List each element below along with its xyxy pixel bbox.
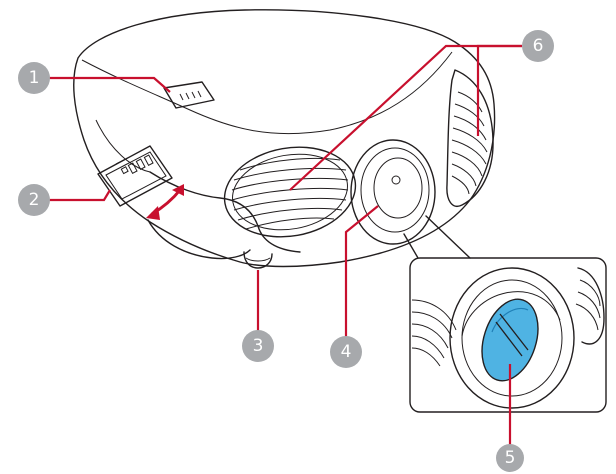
lens-cover-inset <box>403 215 607 413</box>
callout-3-label: 3 <box>253 336 264 356</box>
leader-2 <box>48 189 111 202</box>
leader-lines <box>48 44 522 445</box>
callout-4: 4 <box>330 336 362 368</box>
leader-6b <box>476 44 522 136</box>
rear-vent-grille <box>446 69 494 207</box>
leader-4 <box>344 205 379 338</box>
leader-1 <box>48 76 171 93</box>
projector-body <box>73 9 496 269</box>
control-panel <box>97 145 173 207</box>
callout-2: 2 <box>18 184 50 216</box>
callout-4-label: 4 <box>341 342 352 362</box>
front-vent-grille <box>223 146 357 238</box>
callout-6-label: 6 <box>533 36 544 56</box>
callout-6: 6 <box>522 30 554 62</box>
callout-5: 5 <box>496 444 524 472</box>
callout-2-label: 2 <box>29 190 40 210</box>
callout-1-label: 1 <box>29 68 40 88</box>
callout-1: 1 <box>18 62 50 94</box>
callout-3: 3 <box>242 330 274 362</box>
curved-double-arrow-icon <box>146 184 184 220</box>
projection-lens <box>350 139 436 245</box>
callout-5-label: 5 <box>505 448 516 468</box>
top-indicators <box>163 81 215 109</box>
